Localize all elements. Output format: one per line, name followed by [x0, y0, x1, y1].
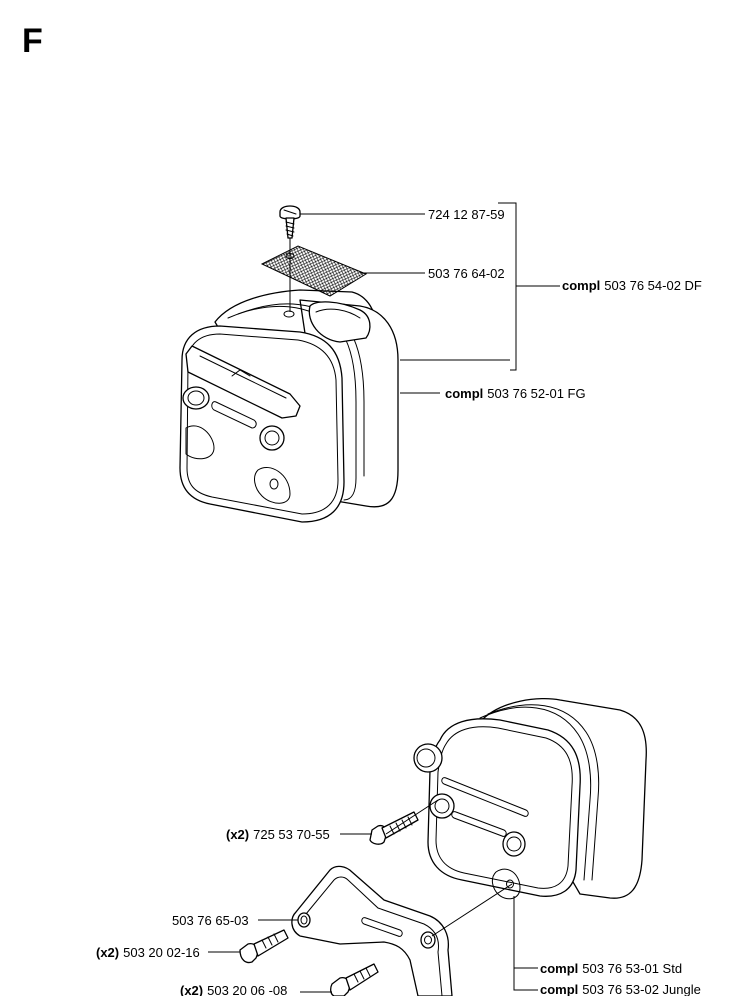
callout-muffler-fg-number: 503 76 52-01 FG	[487, 386, 585, 401]
callout-bolt-x2-b-qty: (x2)	[96, 945, 119, 960]
bolt-a-drawing	[369, 811, 419, 845]
screen-drawing	[260, 245, 368, 318]
callout-muffler-df-prefix: compl	[562, 278, 600, 293]
top-muffler-assembly	[179, 202, 560, 523]
callout-muffler-fg-prefix: compl	[445, 386, 483, 401]
bolt-b-drawing	[239, 929, 289, 964]
callout-muffler-std: compl 503 76 53-01 Std	[540, 961, 682, 976]
bolt-c-drawing	[330, 963, 379, 996]
section-letter: F	[22, 22, 43, 60]
callout-muffler-jungle: compl 503 76 53-02 Jungle	[540, 982, 701, 996]
callout-bolt-x2-a: (x2) 725 53 70-55	[226, 827, 330, 842]
muffler-fg-drawing	[179, 289, 399, 523]
callout-bolt-x2-b: (x2) 503 20 02-16	[96, 945, 200, 960]
callout-muffler-jungle-number: 503 76 53-02 Jungle	[582, 982, 701, 996]
bottom-muffler-assembly	[208, 697, 647, 996]
callout-bolt-x2-b-number: 503 20 02-16	[123, 945, 200, 960]
callout-muffler-fg: compl 503 76 52-01 FG	[445, 386, 586, 401]
callout-screw-top: 724 12 87-59	[428, 207, 505, 222]
callout-muffler-std-prefix: compl	[540, 961, 578, 976]
callout-muffler-df: compl 503 76 54-02 DF	[562, 278, 702, 293]
callout-bolt-x2-a-qty: (x2)	[226, 827, 249, 842]
screw-drawing	[279, 205, 301, 312]
callout-muffler-df-number: 503 76 54-02 DF	[604, 278, 702, 293]
callout-muffler-jungle-prefix: compl	[540, 982, 578, 996]
callout-bolt-x2-a-number: 725 53 70-55	[253, 827, 330, 842]
callout-bracket: 503 76 65-03	[172, 913, 249, 928]
callout-screen: 503 76 64-02	[428, 266, 505, 281]
callout-bolt-x2-c: (x2) 503 20 06 -08	[180, 983, 287, 996]
callout-muffler-std-number: 503 76 53-01 Std	[582, 961, 682, 976]
callout-bolt-x2-c-qty: (x2)	[180, 983, 203, 996]
bracket-drawing	[291, 865, 453, 996]
muffler-std-drawing	[413, 697, 647, 900]
callout-bolt-x2-c-number: 503 20 06 -08	[207, 983, 287, 996]
